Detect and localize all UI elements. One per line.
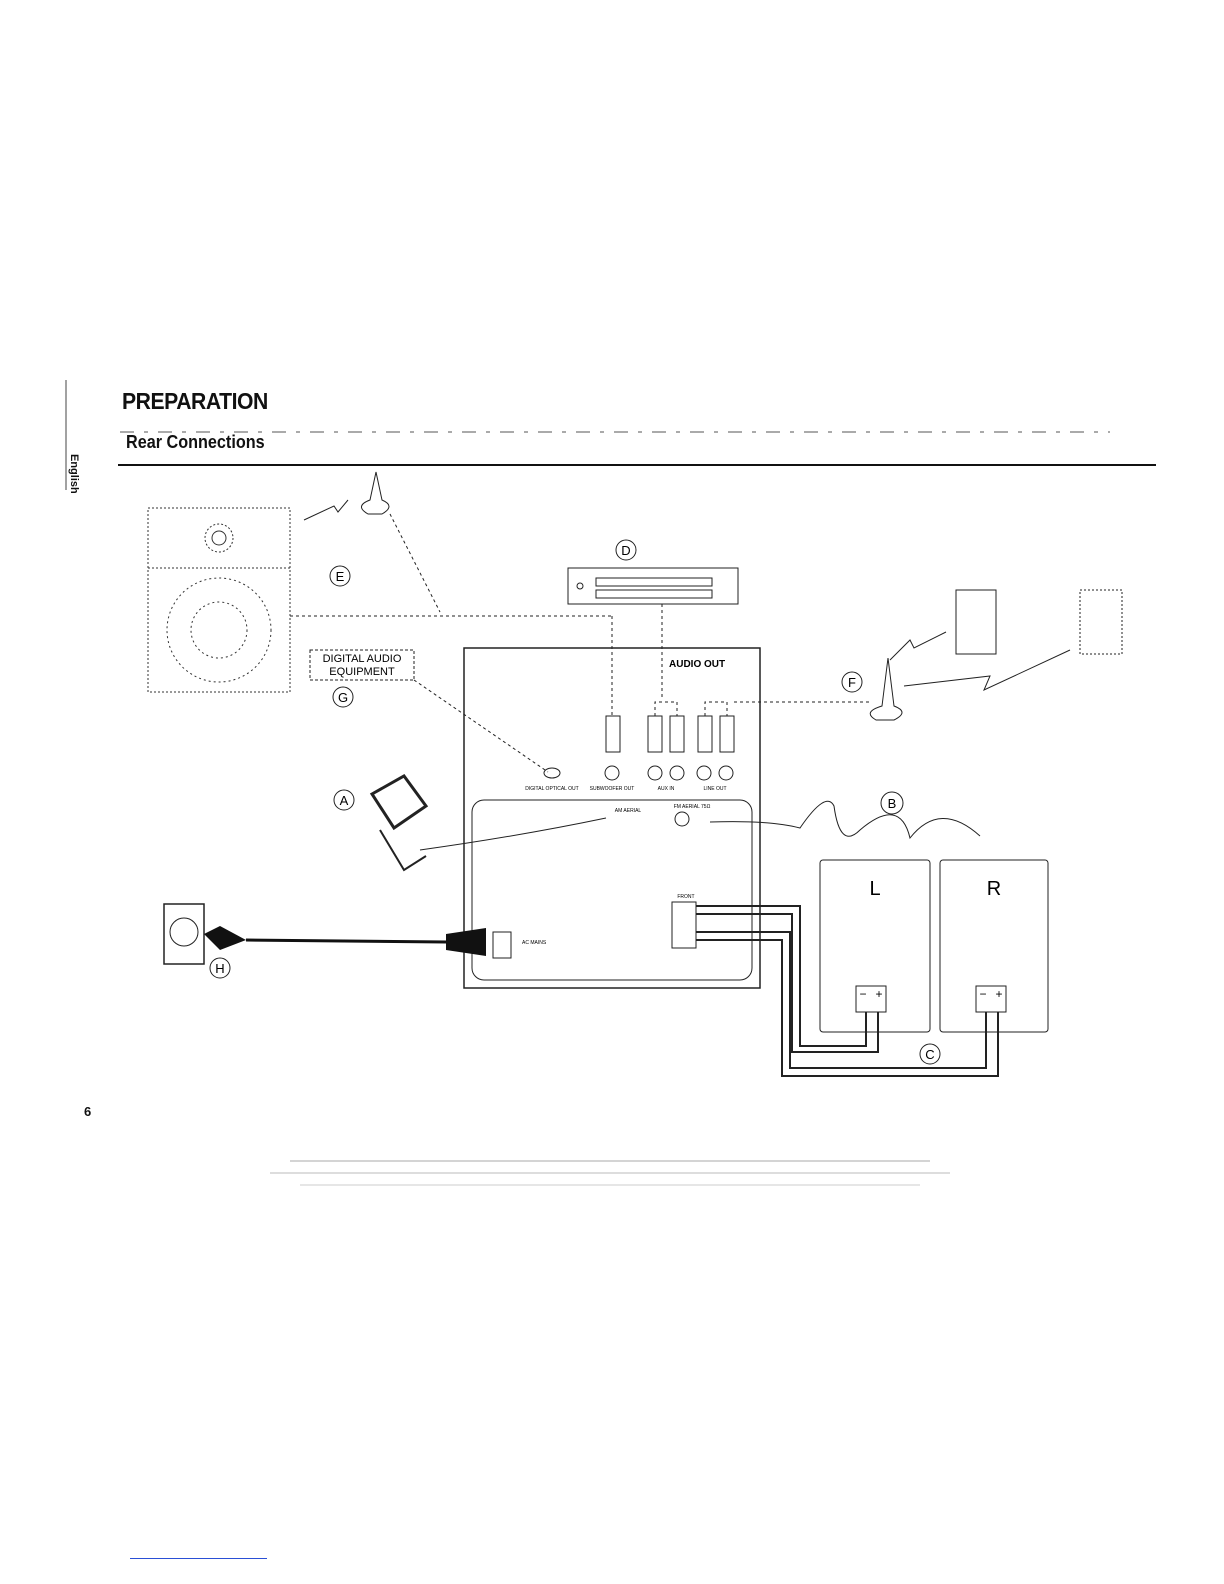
wireless-subwoofer: [148, 508, 290, 692]
marker-a-label: A: [340, 793, 349, 808]
marker-g-label: G: [338, 690, 348, 705]
page-number: 6: [84, 1104, 91, 1119]
panel-label-fm-aerial: FM AERIAL 75Ω: [674, 804, 711, 810]
am-loop-antenna: [372, 776, 426, 870]
panel-label-front: FRONT: [677, 894, 694, 900]
mains-plug: [204, 926, 246, 950]
marker-c-label: C: [925, 1047, 934, 1062]
main-unit-rear-panel: [464, 648, 760, 988]
digital-audio-label-1: DIGITAL AUDIO: [323, 653, 402, 665]
wireless-link-e: [390, 514, 440, 612]
mains-connector: [446, 928, 486, 956]
am-antenna-cable: [420, 818, 606, 850]
digital-optical-cable: [414, 680, 548, 772]
marker-d-label: D: [621, 543, 630, 558]
wireless-transmitter-f: [870, 632, 1070, 720]
panel-label-aux-in: AUX IN: [658, 786, 675, 792]
right-terminal-plus: +: [995, 987, 1002, 1001]
speaker-left-label: L: [869, 878, 880, 900]
rca-plugs: [606, 702, 734, 752]
marker-b-label: B: [888, 796, 897, 811]
panel-label-ac-mains: AC MAINS: [522, 940, 547, 946]
panel-label-am-aerial: AM AERIAL: [615, 808, 642, 814]
digital-audio-label-2: EQUIPMENT: [329, 666, 395, 678]
bottom-rule: [130, 1558, 267, 1559]
panel-label-subwoofer-out: SUBWOOFER OUT: [590, 786, 635, 792]
panel-label-line-out: LINE OUT: [703, 786, 726, 792]
speaker-right-label: R: [987, 878, 1001, 900]
left-terminal-minus: −: [859, 987, 866, 1001]
external-audio-source: [568, 568, 738, 604]
rear-surround-speakers: [956, 590, 1122, 654]
mains-cable: [246, 940, 446, 942]
wireless-transmitter-e: [304, 472, 389, 520]
marker-h-label: H: [215, 961, 224, 976]
marker-e-label: E: [336, 569, 345, 584]
audio-out-label: AUDIO OUT: [669, 659, 725, 670]
speaker-cables: [696, 906, 998, 1076]
scan-noise: [270, 1160, 950, 1186]
right-terminal-minus: −: [979, 987, 986, 1001]
panel-label-digital-out: DIGITAL OPTICAL OUT: [525, 786, 578, 792]
wall-socket: [164, 904, 204, 964]
left-terminal-plus: +: [875, 987, 882, 1001]
marker-f-label: F: [848, 675, 856, 690]
